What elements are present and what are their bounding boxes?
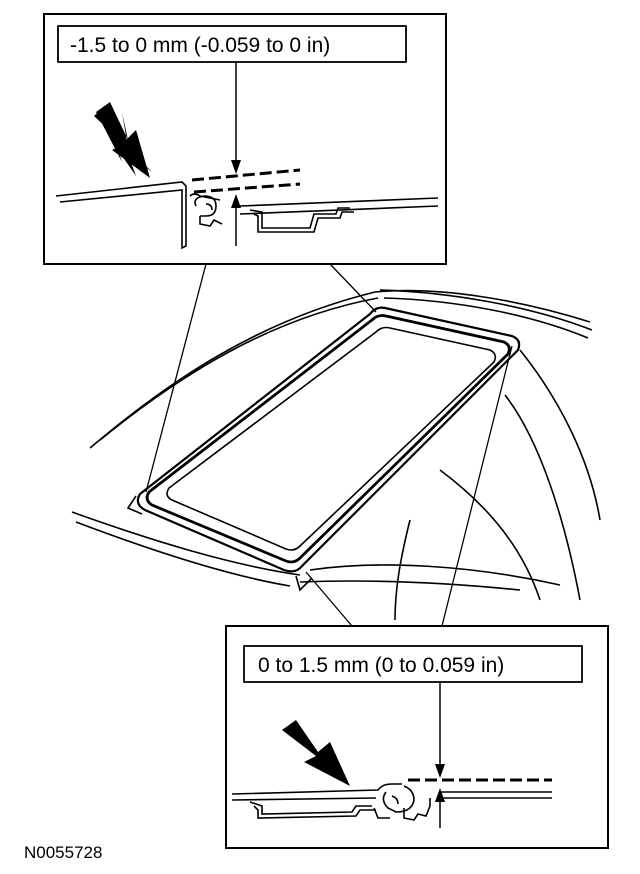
roof-contour-line [309,564,561,586]
roof-contour-line [299,580,521,591]
top-up-arrowhead [231,194,241,208]
bottom-detail-callout: 0 to 1.5 mm (0 to 0.059 in) [225,625,609,849]
top-callout-connectors [145,263,377,493]
sunroof-seal-line [145,314,511,564]
bottom-measurement-label: 0 to 1.5 mm (0 to 0.059 in) [258,654,504,677]
top-pointer-arrow-icon-body [94,104,150,178]
bottom-leader-arrowhead [435,764,445,778]
roof-contour-line [394,519,411,621]
roof-contour-line [89,289,591,449]
roof-contour-line [439,469,541,601]
top-measurement-box [57,25,407,63]
top-roof-profile [55,181,439,250]
top-measurement-label: -1.5 to 0 mm (-0.059 to 0 in) [70,34,330,57]
roof-contour-line [519,349,601,521]
roof-contour-line [75,521,291,587]
corner-detail [126,495,143,515]
roof-contour-line [99,297,379,441]
roof-contour-line [379,289,593,331]
roof-contour-line [504,394,581,601]
bottom-callout-connectors [305,345,513,627]
bottom-measurement-box [243,645,583,683]
corner-detail [295,575,313,592]
roof-contour-line [71,511,301,576]
top-dashed-line-upper [191,168,301,182]
bottom-up-arrowhead [435,788,445,802]
top-leader-arrowhead [231,160,241,174]
sunroof-glass-panel [166,326,497,551]
figure-id: N0055728 [24,843,102,862]
bottom-pointer-arrow-icon [282,720,350,786]
bottom-roof-profile [231,783,552,821]
top-detail-callout: -1.5 to 0 mm (-0.059 to 0 in) [43,13,447,265]
roof-contour-line [383,297,589,339]
top-dashed-line-lower [193,182,301,194]
sunroof-outer-frame [136,306,521,573]
roof-view [71,289,601,621]
